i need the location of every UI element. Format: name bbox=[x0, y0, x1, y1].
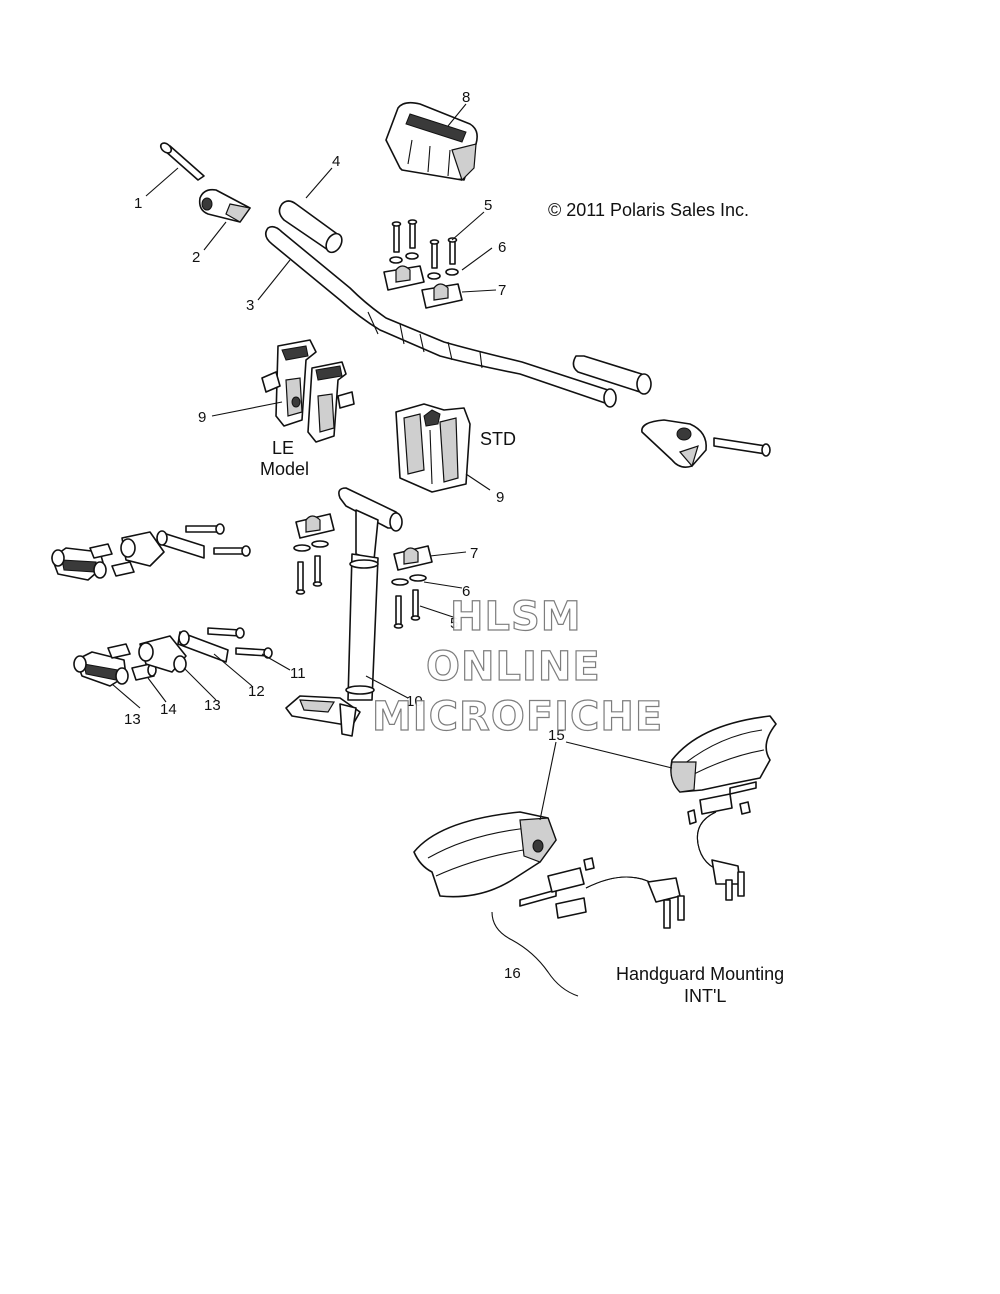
leader-lines bbox=[111, 103, 673, 821]
callout-16: 16 bbox=[504, 965, 521, 982]
callout-1: 1 bbox=[134, 195, 142, 212]
callout-7-upper: 7 bbox=[498, 282, 506, 299]
part-1-bolt bbox=[159, 142, 205, 181]
grip-right bbox=[572, 355, 652, 395]
callout-9-std: 9 bbox=[496, 489, 504, 506]
watermark-line3: MICROFICHE bbox=[372, 694, 663, 740]
part-9-std-riser bbox=[395, 403, 471, 493]
callout-5-upper: 5 bbox=[484, 197, 492, 214]
callout-numbers: 1 2 3 4 5 6 7 8 9 9 10 11 12 13 13 14 7 … bbox=[124, 89, 565, 982]
part-10-steering-post bbox=[285, 487, 403, 737]
handguard-caption-line1: Handguard Mounting bbox=[616, 964, 784, 984]
callout-7-lower: 7 bbox=[470, 545, 478, 562]
group-16-bracket bbox=[491, 911, 579, 997]
upper-clamp-hardware bbox=[383, 219, 463, 309]
bolt-right bbox=[713, 437, 771, 457]
part-9-le-risers bbox=[261, 339, 355, 443]
std-label: STD bbox=[480, 429, 516, 449]
upper-mount-group bbox=[51, 523, 251, 581]
callout-6-upper: 6 bbox=[498, 239, 506, 256]
callout-14: 14 bbox=[160, 701, 177, 718]
end-cap-right bbox=[641, 419, 707, 468]
watermark: HLSM ONLINE MICROFICHE bbox=[371, 593, 663, 740]
callout-10: 10 bbox=[406, 693, 423, 710]
callout-2: 2 bbox=[192, 249, 200, 266]
callout-9-le: 9 bbox=[198, 409, 206, 426]
le-label-line1: LE bbox=[272, 438, 294, 458]
callout-13-left: 13 bbox=[124, 711, 141, 728]
part-3-handlebar bbox=[264, 225, 617, 408]
callout-12: 12 bbox=[248, 683, 265, 700]
callout-3: 3 bbox=[246, 297, 254, 314]
callout-5-lower: 5 bbox=[450, 615, 458, 632]
lower-clamp-hardware bbox=[293, 513, 433, 629]
callout-15: 15 bbox=[548, 727, 565, 744]
watermark-line1: HLSM bbox=[450, 594, 582, 640]
callout-4: 4 bbox=[332, 153, 340, 170]
part-4-grip-left bbox=[278, 200, 343, 254]
part-2-end-cap bbox=[198, 188, 252, 223]
handguard-caption-line2: INT'L bbox=[684, 986, 726, 1006]
callout-13-right: 13 bbox=[204, 697, 221, 714]
copyright-text: © 2011 Polaris Sales Inc. bbox=[548, 200, 749, 220]
watermark-line2: ONLINE bbox=[426, 644, 601, 690]
part-15-handguards bbox=[413, 715, 777, 898]
parts-11-14-mount-group bbox=[73, 627, 273, 687]
le-label-line2: Model bbox=[260, 459, 309, 479]
callout-8: 8 bbox=[462, 89, 470, 106]
callout-6-lower: 6 bbox=[462, 583, 470, 600]
callout-11: 11 bbox=[290, 665, 306, 682]
handguard-hardware-right bbox=[687, 781, 757, 901]
handguard-hardware-left bbox=[519, 857, 685, 929]
part-8-bar-pad bbox=[385, 101, 478, 182]
